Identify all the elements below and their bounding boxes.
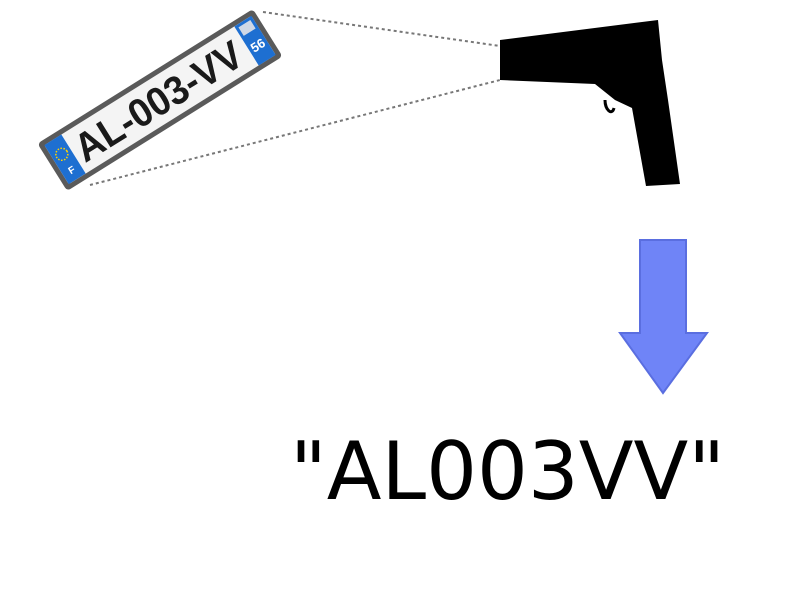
eu-stars-icon <box>55 147 69 162</box>
scanner-trigger <box>603 99 616 114</box>
plate-region-code: 56 <box>248 35 268 55</box>
scan-beam-top <box>262 11 501 47</box>
plate-body <box>45 16 275 184</box>
ocr-result-text: "AL003VV" <box>290 425 726 518</box>
scan-beam-bottom <box>89 79 501 186</box>
license-plate: F AL-003-VV 56 <box>38 10 282 190</box>
plate-country-code: F <box>67 165 78 178</box>
arrow-down-icon <box>618 239 709 395</box>
region-logo-icon <box>238 19 256 36</box>
barcode-scanner-icon <box>500 20 680 186</box>
